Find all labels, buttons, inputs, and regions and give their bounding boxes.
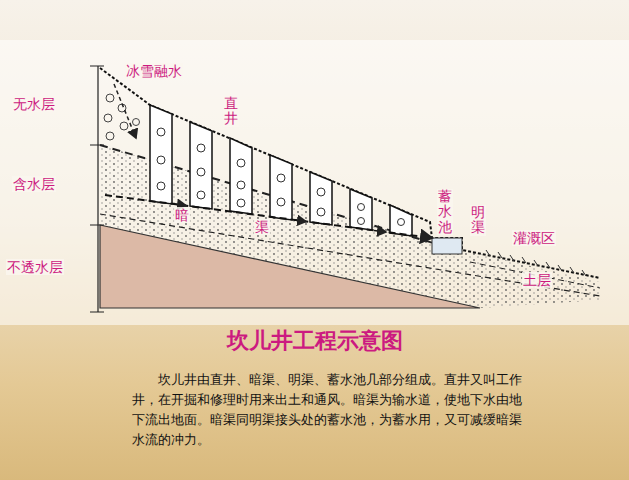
layer-label: 不透水层 — [6, 259, 64, 275]
layer-label: 无水层 — [12, 96, 56, 112]
well-label: 直井 — [223, 96, 239, 127]
tunnel-label: 暗 — [174, 207, 190, 223]
diagram-title: 坎儿井工程示意图 — [0, 326, 629, 356]
layer-label: 含水层 — [12, 176, 56, 192]
soil-label: 土层 — [522, 272, 552, 288]
pond-label: 蓄水池 — [437, 189, 453, 235]
canal-label: 明渠 — [470, 205, 486, 236]
caption-text: 坎儿井由直井、暗渠、明渠、蓄水池几部分组成。直井又叫工作井，在开掘和修理时用来出… — [132, 370, 528, 450]
water-label: 冰雪融水 — [125, 63, 183, 79]
irrigation-label: 灌溉区 — [512, 230, 556, 246]
tunnel-label: 渠 — [254, 219, 270, 235]
